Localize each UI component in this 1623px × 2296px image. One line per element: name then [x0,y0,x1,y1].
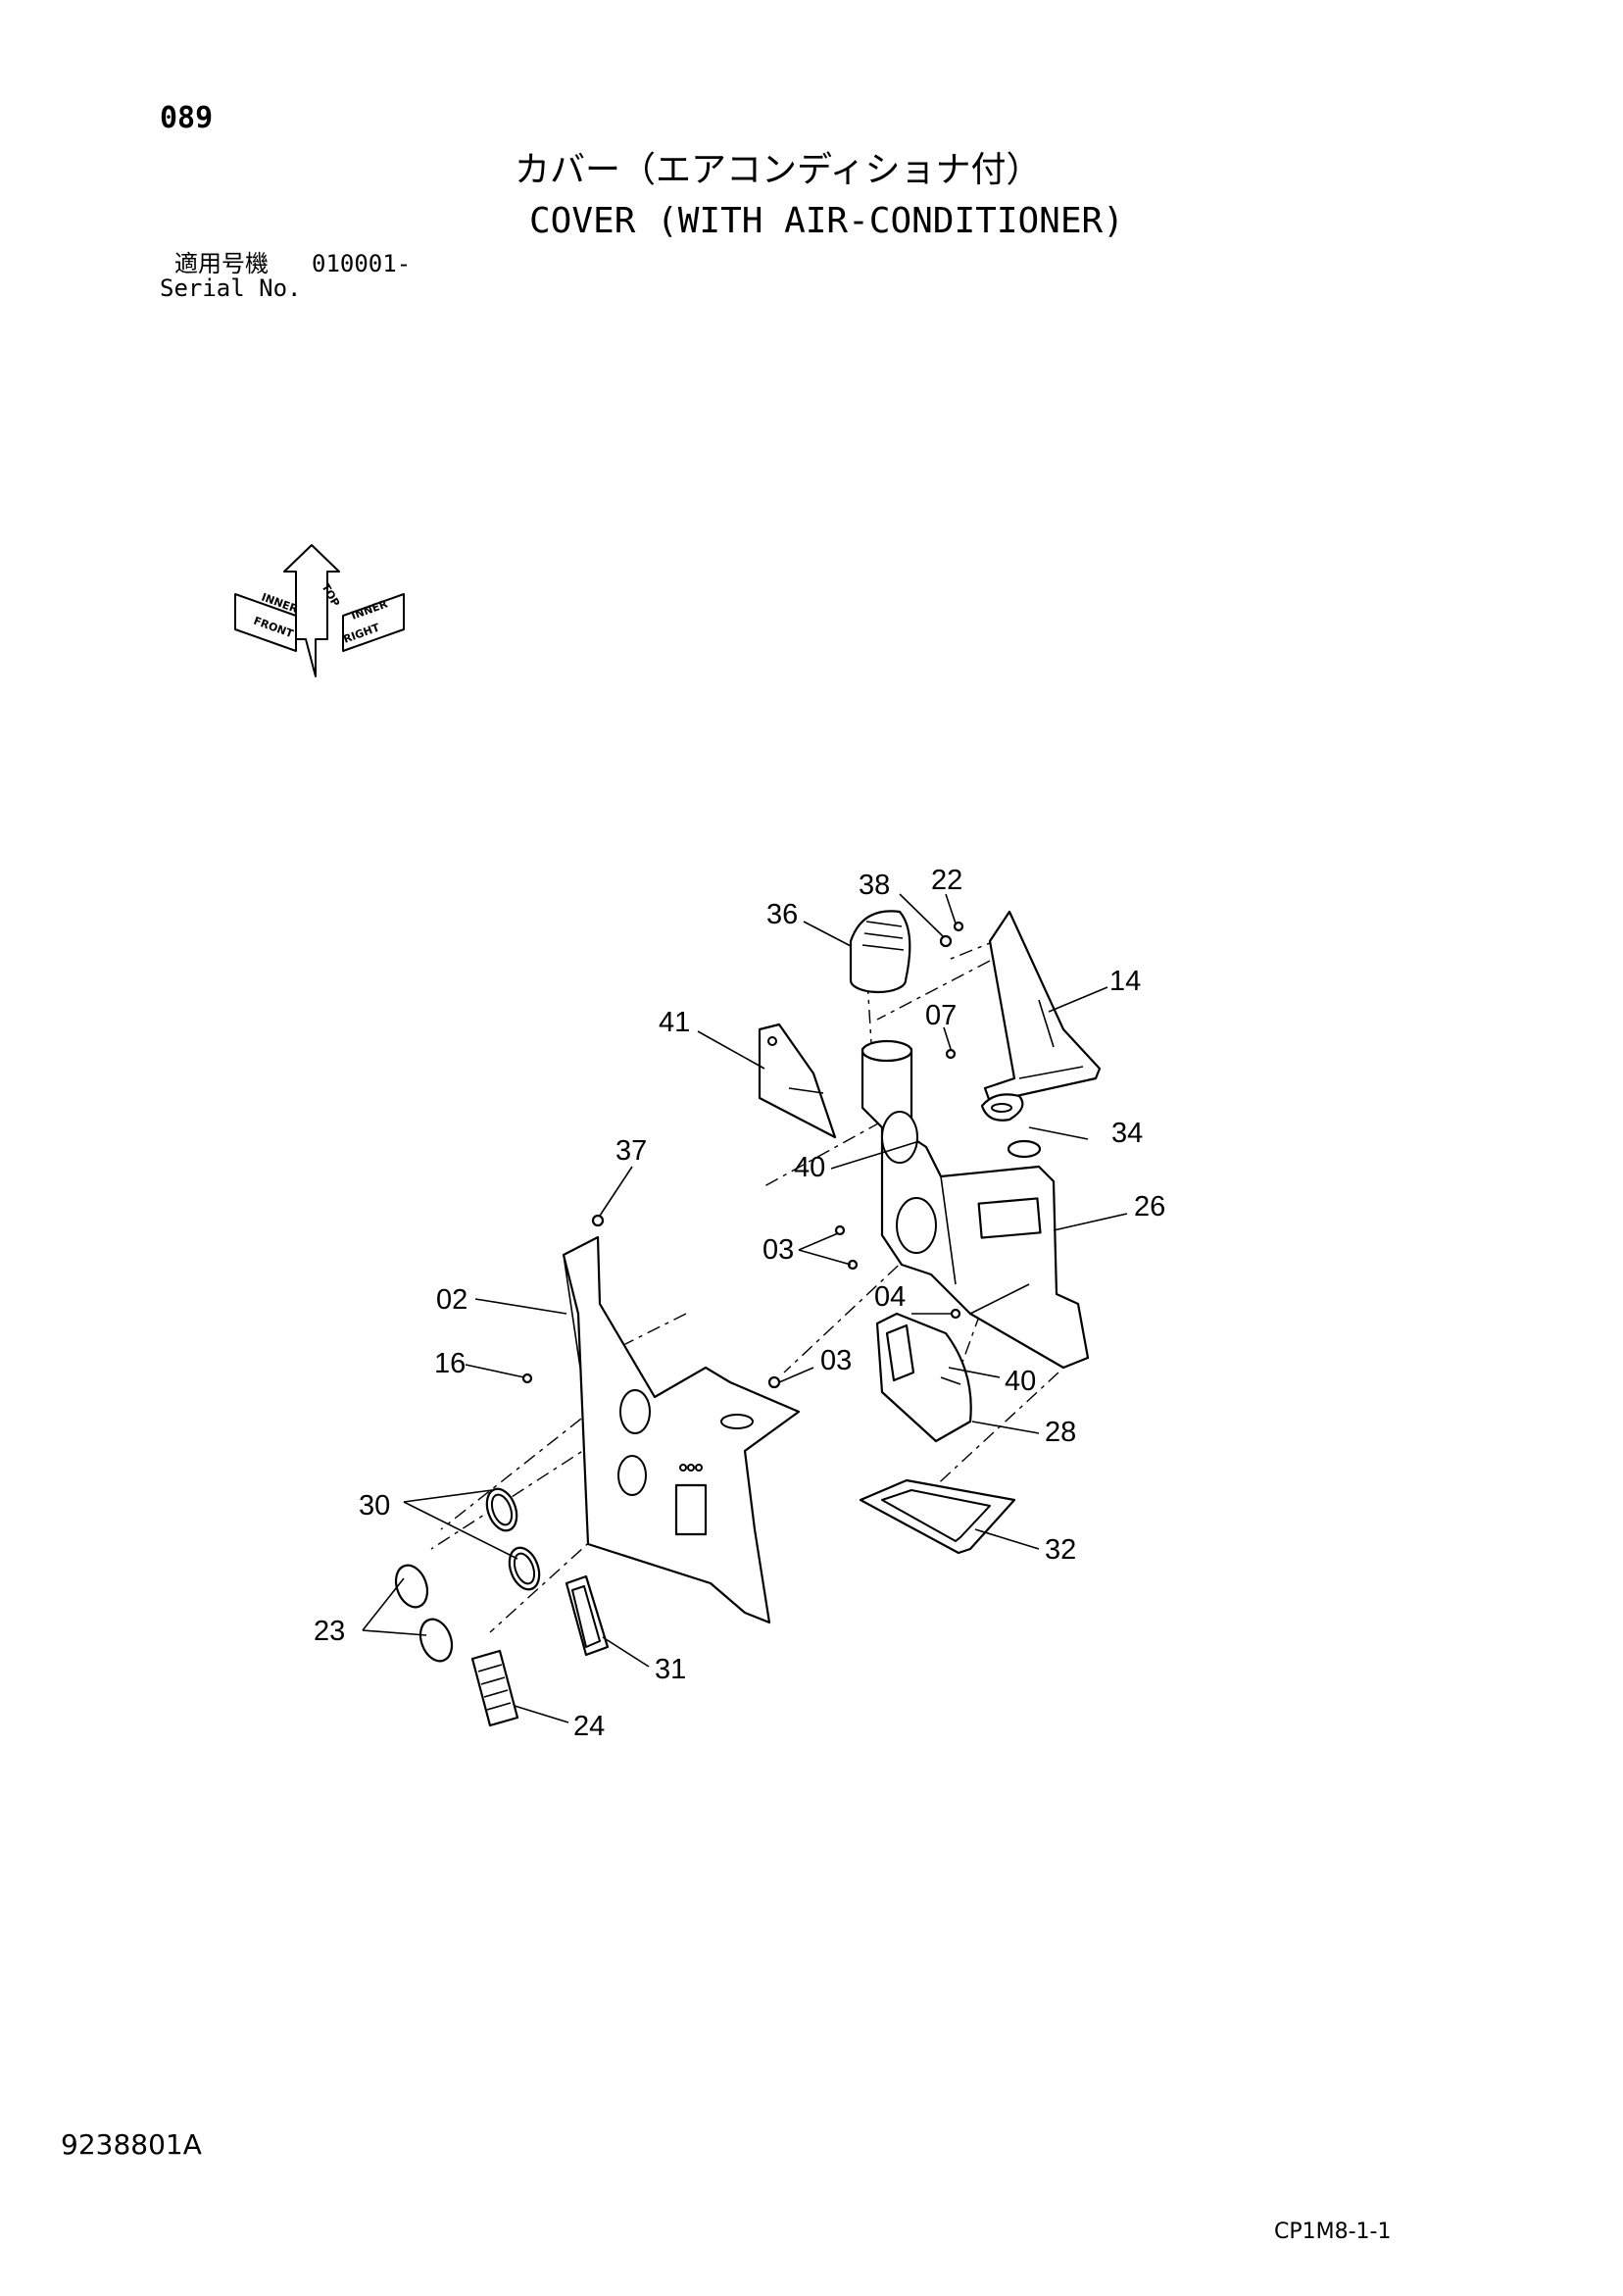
part-label-36: 36 [766,899,798,930]
part-label-30: 30 [359,1490,390,1522]
part-28-cover [875,1312,972,1443]
serial-label-japanese: 適用号機 [174,250,269,277]
part-label-03-lower: 03 [820,1345,852,1376]
page-number: 089 [160,101,214,135]
orientation-right-label: RIGHT [342,621,382,645]
orientation-indicator: TOP FRONT INNER RIGHT INNER [234,544,405,677]
part-14-bracket [983,910,1102,1104]
part-label-03-upper: 03 [762,1234,794,1266]
serial-label-english: Serial No. [160,275,302,302]
part-label-34: 34 [1111,1118,1143,1149]
orientation-inner-right-label: INNER [350,597,390,623]
part-label-07: 07 [925,1000,957,1031]
part-label-02: 02 [436,1284,467,1316]
part-26-duct-assembly [861,1039,1090,1370]
title-japanese: カバー（エアコンディショナ付） [515,150,1042,190]
part-23-caps [394,1564,454,1663]
part-label-40-lower: 40 [1005,1366,1036,1397]
part-label-26: 26 [1134,1191,1165,1223]
part-label-14: 14 [1109,966,1141,997]
part-label-38: 38 [859,870,890,901]
part-label-24: 24 [573,1711,605,1742]
part-label-22: 22 [931,865,962,896]
part-24-grille [470,1649,519,1727]
part-41-plate [758,1023,837,1139]
drawing-number: 9238801A [61,2128,202,2161]
part-34-grommet [980,1093,1024,1122]
part-label-41: 41 [659,1007,690,1038]
part-label-37: 37 [615,1135,647,1167]
orientation-top-label: TOP [319,581,342,609]
part-36-louver-cap [849,910,911,994]
serial-number-value: 010001- [312,250,412,277]
part-label-28: 28 [1045,1417,1076,1448]
leader-lines [362,893,1128,1723]
part-label-04: 04 [874,1281,906,1313]
part-30-rings [485,1487,541,1591]
part-label-16: 16 [434,1348,466,1379]
part-02-main-panel [562,1235,801,1624]
part-label-40-upper: 40 [794,1152,825,1183]
orientation-inner-left-label: INNER [260,591,300,617]
part-label-32: 32 [1045,1534,1076,1566]
title-english: COVER (WITH AIR-CONDITIONER) [529,201,1124,241]
part-number-labels: 38 22 36 14 07 41 34 40 37 26 03 04 02 4… [314,865,1165,1742]
part-label-23: 23 [314,1616,345,1647]
part-label-31: 31 [655,1654,686,1685]
part-31-gasket [565,1574,610,1657]
part-32-frame [859,1478,1016,1555]
sheet-code: CP1M8-1-1 [1274,2220,1392,2244]
fasteners [521,921,964,1389]
